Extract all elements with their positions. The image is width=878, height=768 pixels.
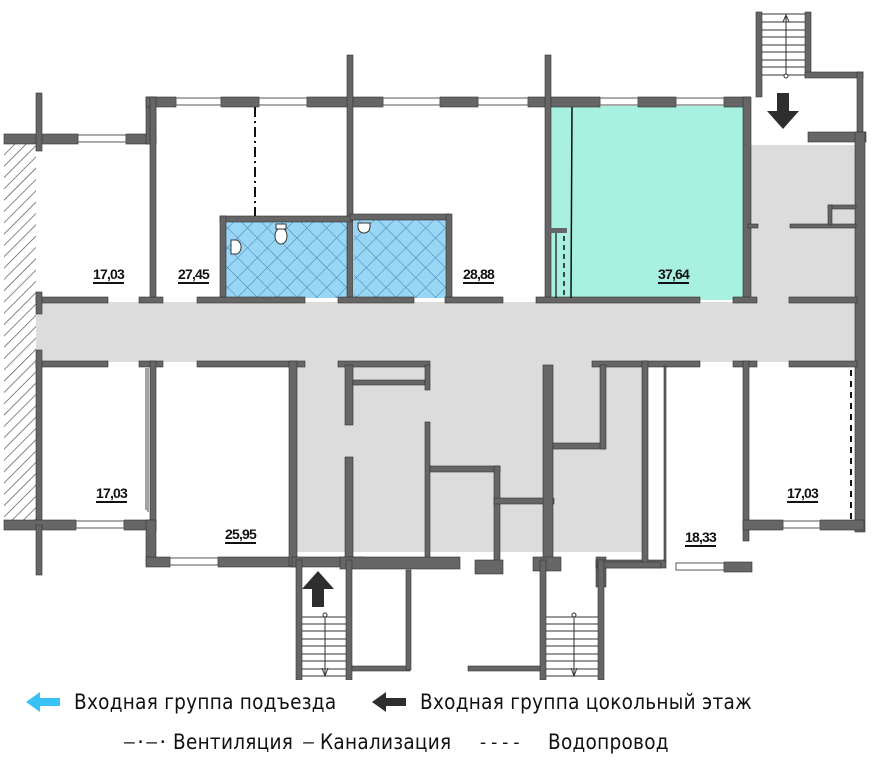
floor-plan: 17,03 27,45 28,88 37,64 17,03 25,95 18,3… bbox=[3, 11, 867, 681]
legend-water-supply: Водопровод bbox=[548, 730, 670, 754]
legend-entry-entrance: Входная группа подъезда bbox=[74, 690, 337, 714]
water-supply-line-icon: ---- bbox=[477, 731, 523, 753]
legend-ventilation: Вентиляция bbox=[172, 730, 293, 754]
room-area-label: 37,64 bbox=[658, 266, 690, 284]
hatched-wall bbox=[4, 143, 36, 523]
ventilation-line-icon: –·–· bbox=[124, 731, 169, 753]
legend-row-entrances: Входная группа подъезда Входная группа ц… bbox=[24, 690, 797, 714]
legend: Входная группа подъезда Входная группа ц… bbox=[0, 680, 878, 768]
dark-arrow-left-icon bbox=[372, 692, 407, 712]
bathroom-2 bbox=[354, 220, 446, 298]
room-area-label: 27,45 bbox=[178, 266, 210, 284]
blue-arrow-left-icon bbox=[26, 692, 60, 712]
sewerage-line-icon: — bbox=[303, 731, 315, 753]
room-area-label: 17,03 bbox=[96, 485, 128, 503]
legend-row-utilities: –·–· Вентиляция — Канализация ---- Водоп… bbox=[124, 730, 685, 754]
room-area-label: 28,88 bbox=[463, 266, 495, 284]
floor-plan-drawing bbox=[3, 11, 867, 681]
room-area-label: 18,33 bbox=[685, 529, 717, 547]
room-area-label: 17,03 bbox=[787, 485, 819, 503]
room-area-label: 25,95 bbox=[225, 526, 257, 544]
highlighted-unit bbox=[549, 106, 743, 300]
legend-entry-basement: Входная группа цокольный этаж bbox=[420, 690, 753, 714]
room-area-label: 17,03 bbox=[93, 266, 125, 284]
legend-sewerage: Канализация bbox=[320, 730, 452, 754]
basement-entrance-arrow-bottom bbox=[302, 571, 334, 607]
basement-entrance-arrow-top bbox=[767, 93, 799, 129]
